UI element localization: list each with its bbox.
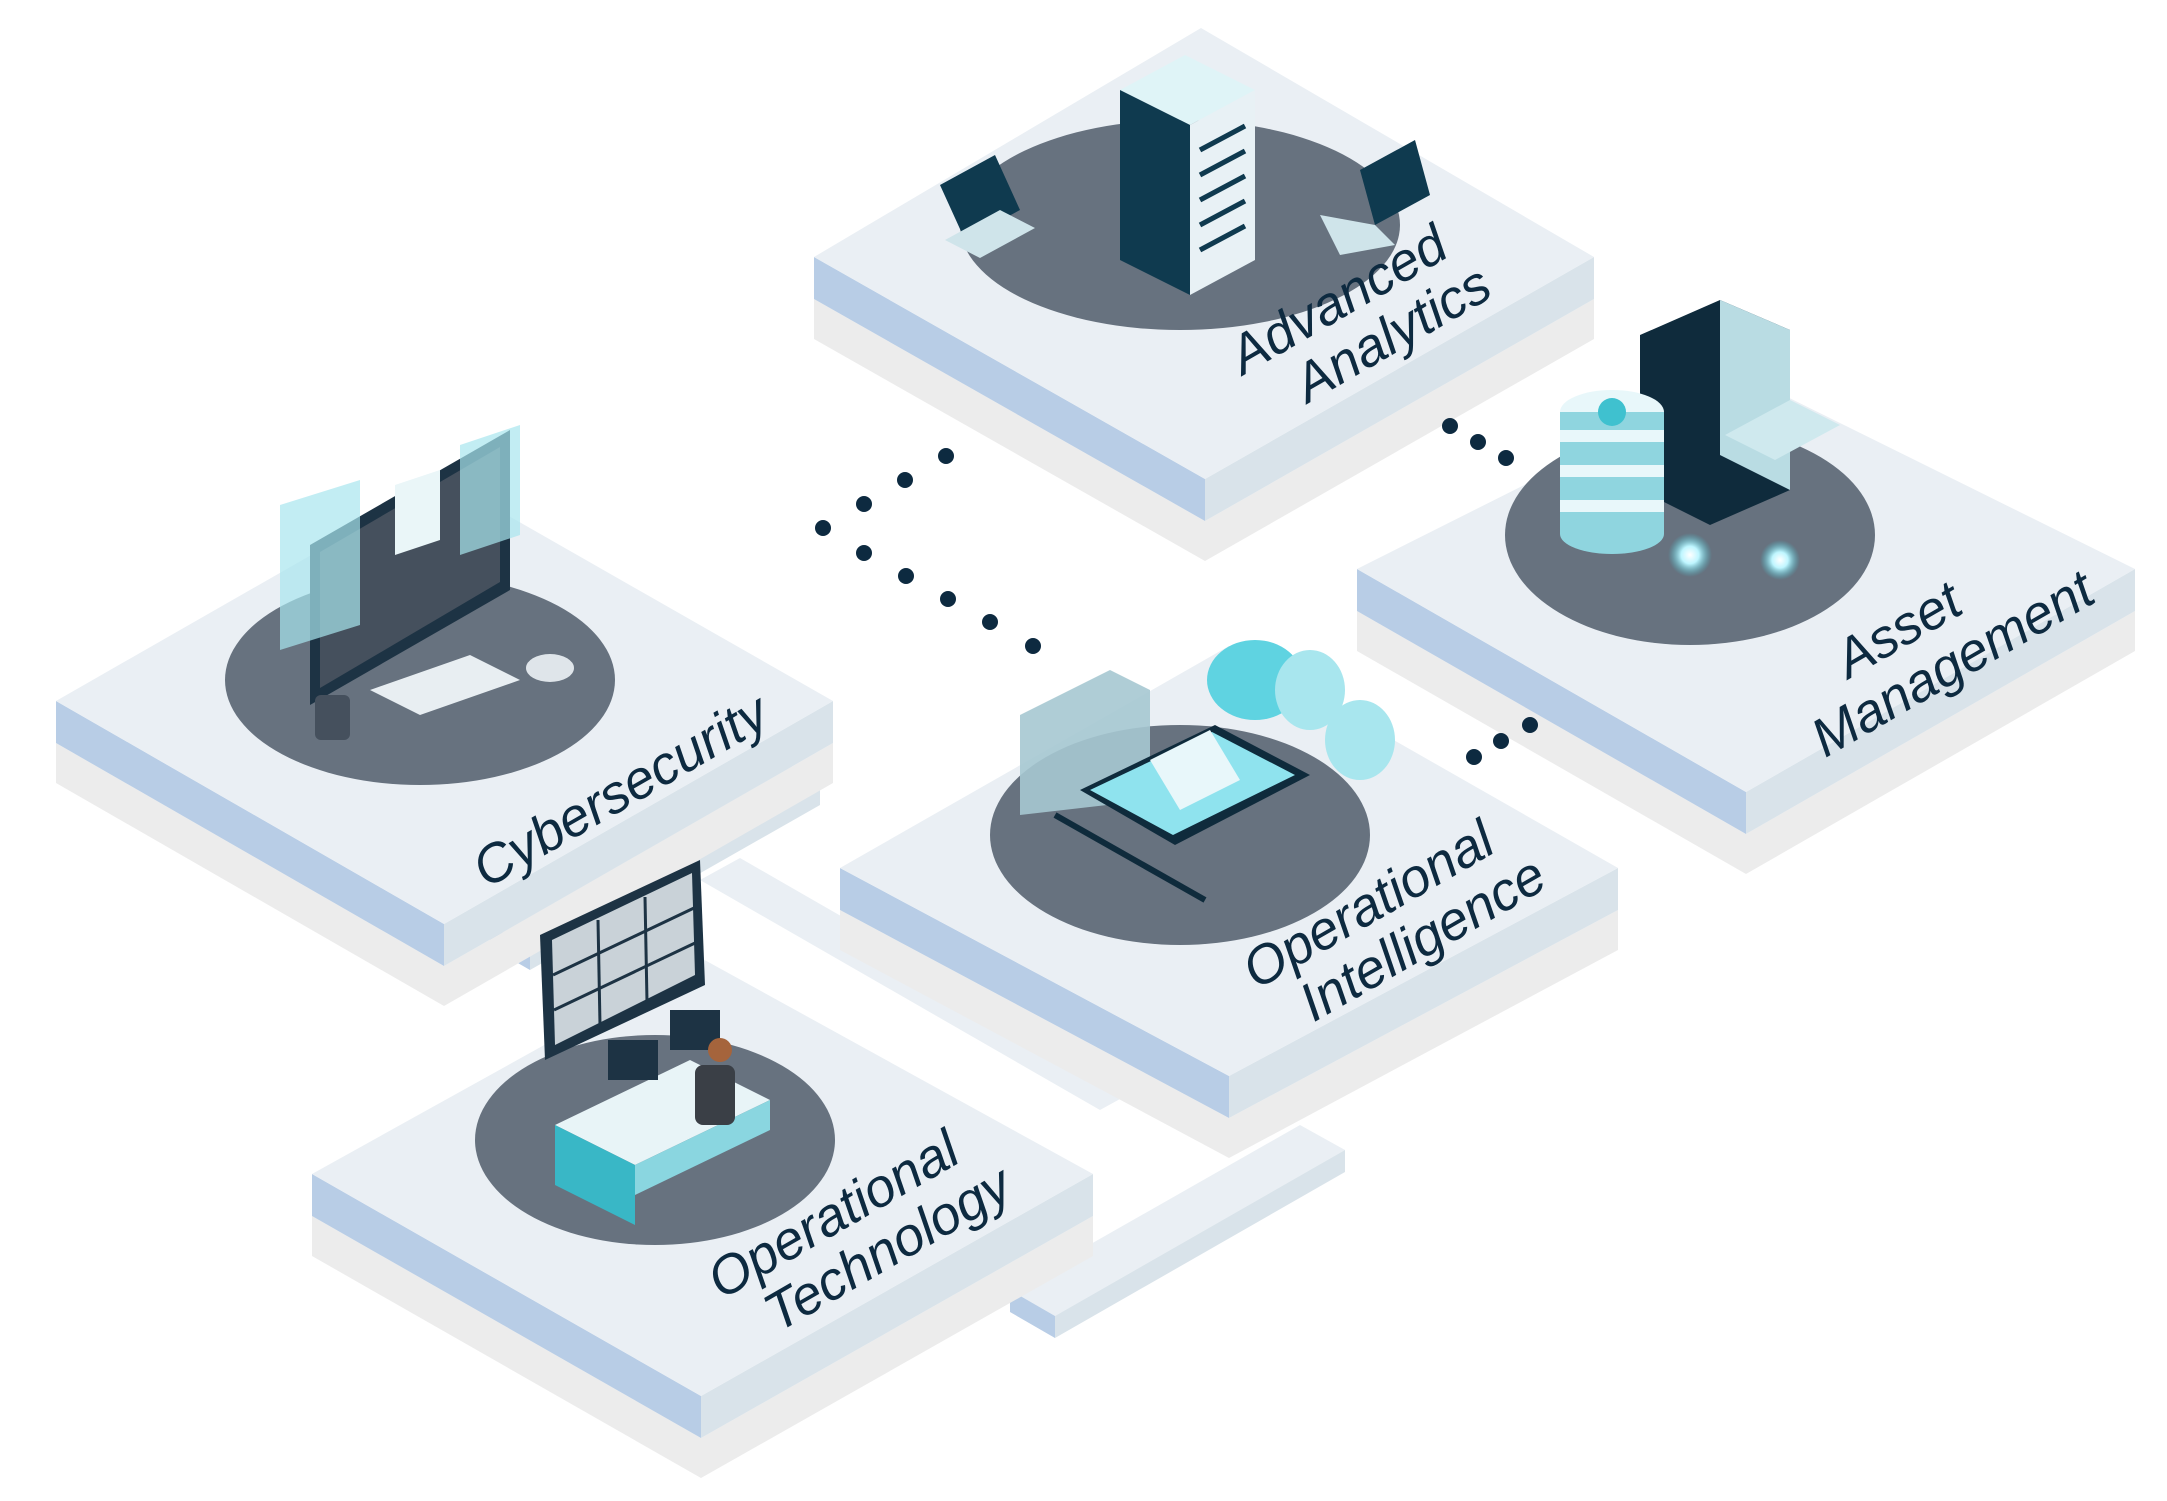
platform-right-side [701, 1174, 1093, 1438]
platform-left-side [814, 257, 1205, 521]
dotted-connectors [815, 418, 1538, 765]
platform-left-side [1357, 569, 1746, 834]
server-icon [940, 55, 1430, 295]
database-cabinet-icon [1560, 300, 1840, 580]
platform-right-side [1746, 569, 2135, 834]
platform-right-side [1205, 257, 1594, 521]
control-room-icon [540, 860, 770, 1225]
platform-left-side [840, 868, 1229, 1118]
platform-right-side [1229, 868, 1618, 1118]
desktop-computer-icon [280, 425, 574, 740]
platform-right-side [444, 701, 833, 966]
tablet-cloud-icon [1020, 640, 1395, 903]
platform-left-side [312, 1174, 701, 1438]
platform-left-side [56, 701, 444, 966]
